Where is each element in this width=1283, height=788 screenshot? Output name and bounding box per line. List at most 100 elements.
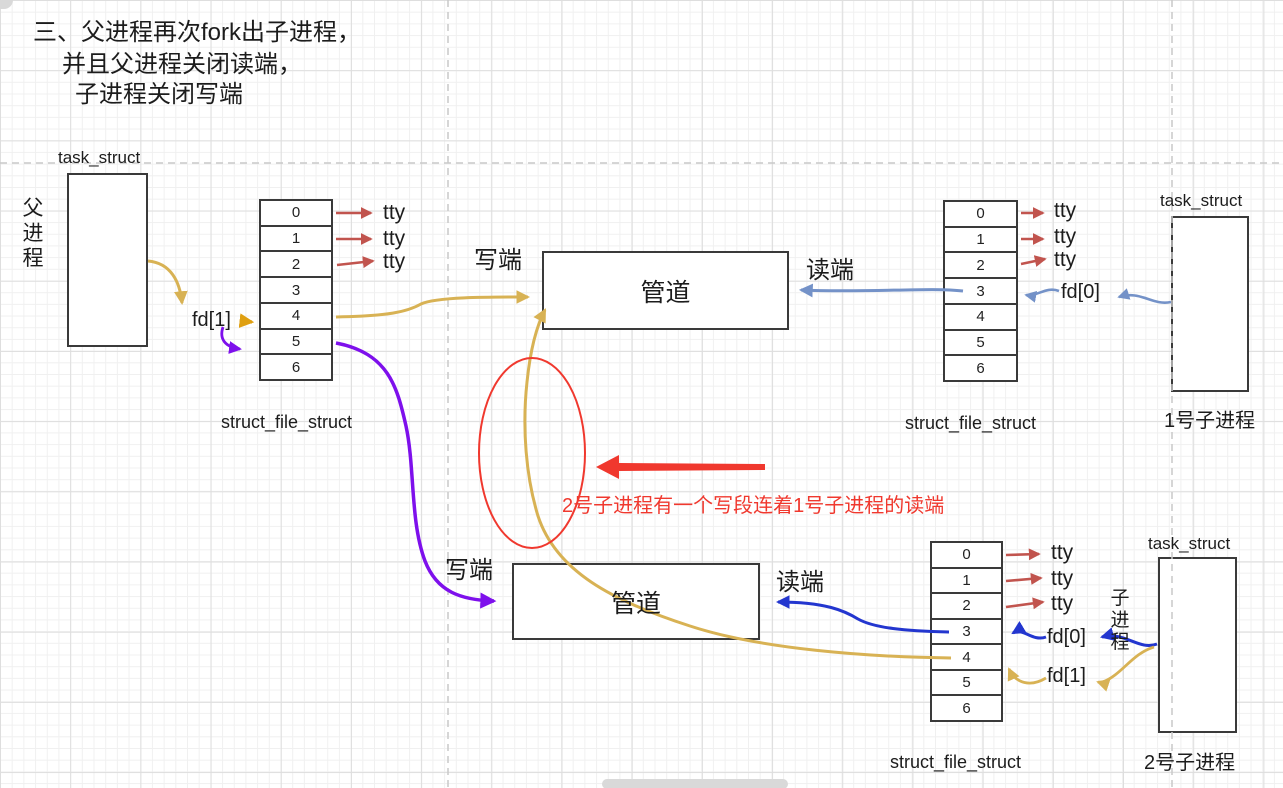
pipe-bottom-read-end-label[interactable]: 读端 xyxy=(776,569,824,596)
vertical-char: 进 xyxy=(22,222,44,245)
table-row[interactable]: 6 xyxy=(945,356,1016,380)
tty-label[interactable]: tty xyxy=(1054,199,1077,222)
pipe-bottom-label[interactable]: 管道 xyxy=(610,589,661,618)
child2-write-to-pipe-top-curve[interactable] xyxy=(523,308,952,660)
parent-file-struct-label[interactable]: struct_file_struct xyxy=(221,412,353,432)
table-row[interactable]: 5 xyxy=(261,330,331,356)
highlight-ellipse[interactable] xyxy=(478,357,586,549)
parent-fd1-label[interactable]: fd[1] xyxy=(192,309,231,331)
vertical-char: 子 xyxy=(1110,588,1130,609)
table-row[interactable]: 6 xyxy=(261,355,331,379)
child1-name-label[interactable]: 1号子进程 xyxy=(1164,410,1256,432)
table-row[interactable]: 5 xyxy=(932,671,1001,697)
fd1-to-row4-arrow[interactable] xyxy=(238,313,255,328)
table-row[interactable]: 3 xyxy=(261,278,331,304)
title-line-1[interactable]: 三、父进程再次fork出子进程， xyxy=(33,19,362,46)
table-row[interactable]: 4 xyxy=(932,645,1001,671)
table-row[interactable]: 2 xyxy=(932,594,1001,620)
tty-arrow[interactable] xyxy=(1005,597,1045,610)
horizontal-scrollbar-thumb[interactable] xyxy=(602,779,788,788)
fd-row-label: 4 xyxy=(976,308,985,326)
child2-file-struct-label[interactable]: struct_file_struct xyxy=(890,752,1022,772)
fd-row-label: 5 xyxy=(962,674,971,692)
tty-arrow[interactable] xyxy=(1005,572,1043,585)
tty-arrow[interactable] xyxy=(1020,255,1047,267)
pipe-bottom-box[interactable] xyxy=(512,563,760,640)
child2-fd1-label[interactable]: fd[1] xyxy=(1047,665,1086,687)
parent-fd-table[interactable]: 0 1 2 3 4 5 6 xyxy=(259,199,333,381)
child2-process-name-vertical[interactable]: 子 进 程 xyxy=(1108,588,1132,654)
table-row[interactable]: 4 xyxy=(261,304,331,330)
scrollbar-corner xyxy=(0,0,13,9)
table-row[interactable]: 6 xyxy=(932,696,1001,720)
pipe-top-label[interactable]: 管道 xyxy=(640,278,691,307)
child2-task-struct-label[interactable]: task_struct xyxy=(1148,534,1231,553)
tty-arrow[interactable] xyxy=(1005,548,1041,561)
parent-task-struct-box[interactable] xyxy=(67,173,148,347)
parent-write-to-pipe-bottom-curve[interactable] xyxy=(335,341,497,609)
tty-label[interactable]: tty xyxy=(383,250,406,273)
fd1-to-row5-arrow[interactable] xyxy=(220,326,242,354)
fd-row-label: 0 xyxy=(962,546,971,564)
tty-arrow[interactable] xyxy=(336,256,375,269)
child2-fd0-to-row3-arrow[interactable] xyxy=(1011,621,1047,640)
parent-task-struct-label[interactable]: task_struct xyxy=(58,148,141,167)
table-row[interactable]: 0 xyxy=(932,543,1001,569)
tty-label[interactable]: tty xyxy=(1054,248,1077,271)
table-row[interactable]: 5 xyxy=(945,331,1016,357)
tty-label[interactable]: tty xyxy=(1051,567,1074,590)
fd-row-label: 0 xyxy=(976,205,985,223)
child2-fd1-to-row4-arrow[interactable] xyxy=(1007,667,1047,685)
vertical-char: 进 xyxy=(1110,610,1130,631)
child1-fd0-label[interactable]: fd[0] xyxy=(1061,281,1100,303)
tty-label[interactable]: tty xyxy=(383,201,406,224)
fd-row-label: 1 xyxy=(976,231,985,249)
fd-row-label: 1 xyxy=(962,571,971,589)
parent-process-name[interactable]: 父 进 程 xyxy=(20,196,46,271)
child1-file-struct-label[interactable]: struct_file_struct xyxy=(905,413,1037,433)
table-row[interactable]: 3 xyxy=(945,279,1016,305)
table-row[interactable]: 2 xyxy=(261,252,331,279)
fd-row-label: 6 xyxy=(976,359,985,377)
fd-row-label: 5 xyxy=(291,332,301,350)
child2-name-label[interactable]: 2号子进程 xyxy=(1144,752,1236,774)
pipe-bottom-write-end-label[interactable]: 写端 xyxy=(445,557,493,584)
table-row[interactable]: 0 xyxy=(261,201,331,227)
pipe-top-read-line[interactable] xyxy=(798,283,964,298)
child2-fd0-label[interactable]: fd[0] xyxy=(1047,626,1086,648)
child1-fd0-arrow[interactable] xyxy=(1117,288,1172,304)
title-line-2[interactable]: 并且父进程关闭读端， xyxy=(62,51,302,78)
tty-label[interactable]: tty xyxy=(1054,225,1077,248)
table-row[interactable]: 1 xyxy=(945,228,1016,254)
tty-label[interactable]: tty xyxy=(1051,541,1074,564)
table-row[interactable]: 2 xyxy=(945,253,1016,280)
pipe-bottom-read-line[interactable] xyxy=(775,595,950,634)
fd-row-label: 4 xyxy=(962,648,971,666)
table-row[interactable]: 3 xyxy=(932,620,1001,646)
child1-task-struct-label[interactable]: task_struct xyxy=(1160,191,1243,210)
child1-fd0-to-row3-arrow[interactable] xyxy=(1024,288,1060,303)
table-row[interactable]: 1 xyxy=(261,227,331,253)
child2-task-struct-box[interactable] xyxy=(1158,557,1237,733)
tty-label[interactable]: tty xyxy=(1051,592,1074,615)
fd-row-label: 1 xyxy=(291,230,301,248)
child2-fd0-arrow[interactable] xyxy=(1099,627,1158,647)
pipe-top-write-end-label[interactable]: 写端 xyxy=(474,247,522,274)
vertical-char: 程 xyxy=(22,247,44,270)
red-pointer-arrow[interactable] xyxy=(596,455,765,479)
table-row[interactable]: 1 xyxy=(932,569,1001,595)
fd-row-label: 3 xyxy=(962,623,971,641)
fd-row-label: 6 xyxy=(962,699,971,717)
annotation-text[interactable]: 2号子进程有一个写段连着1号子进程的读端 xyxy=(562,495,945,517)
table-row[interactable]: 4 xyxy=(945,305,1016,331)
child2-fd1-arrow[interactable] xyxy=(1096,645,1155,692)
pipe-top-read-end-label[interactable]: 读端 xyxy=(806,257,854,284)
parent-write-to-pipe-top[interactable] xyxy=(335,290,531,319)
title-line-3[interactable]: 子进程关闭写端 xyxy=(75,81,243,108)
parent-fd1-curve[interactable] xyxy=(147,259,188,306)
tty-label[interactable]: tty xyxy=(383,227,406,250)
pipe-top-box[interactable] xyxy=(542,251,789,330)
table-row[interactable]: 0 xyxy=(945,202,1016,228)
